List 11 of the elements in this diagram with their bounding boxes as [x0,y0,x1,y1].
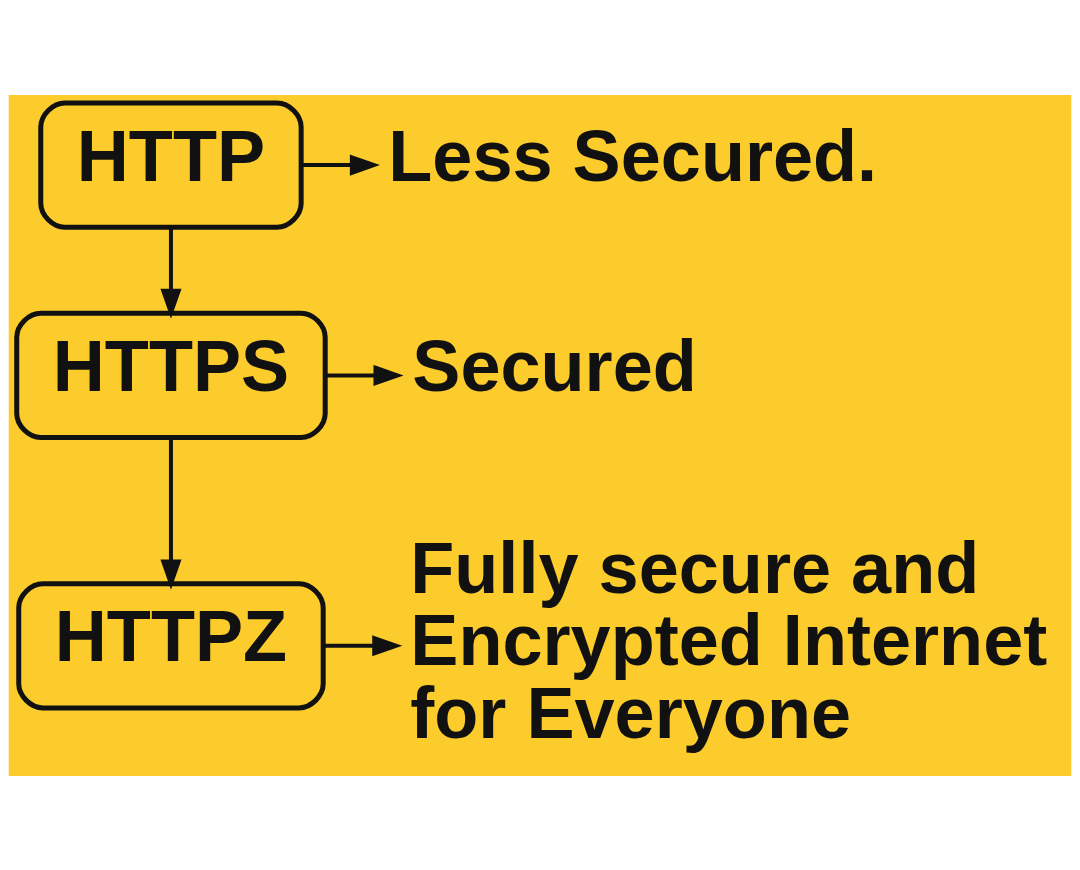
node-box: HTTP [38,100,304,230]
node-text: Less Secured. [388,115,878,196]
arrow [302,154,380,176]
arrow [325,364,404,386]
node-text: Secured [412,325,697,406]
arrow [160,226,182,319]
node-box: HTTPZ [16,580,326,710]
node-box: HTTPS [14,310,328,440]
arrow [160,437,182,590]
arrow [323,634,403,656]
node-text: Fully secure and Encrypted Internet for Everyone [410,527,1048,753]
